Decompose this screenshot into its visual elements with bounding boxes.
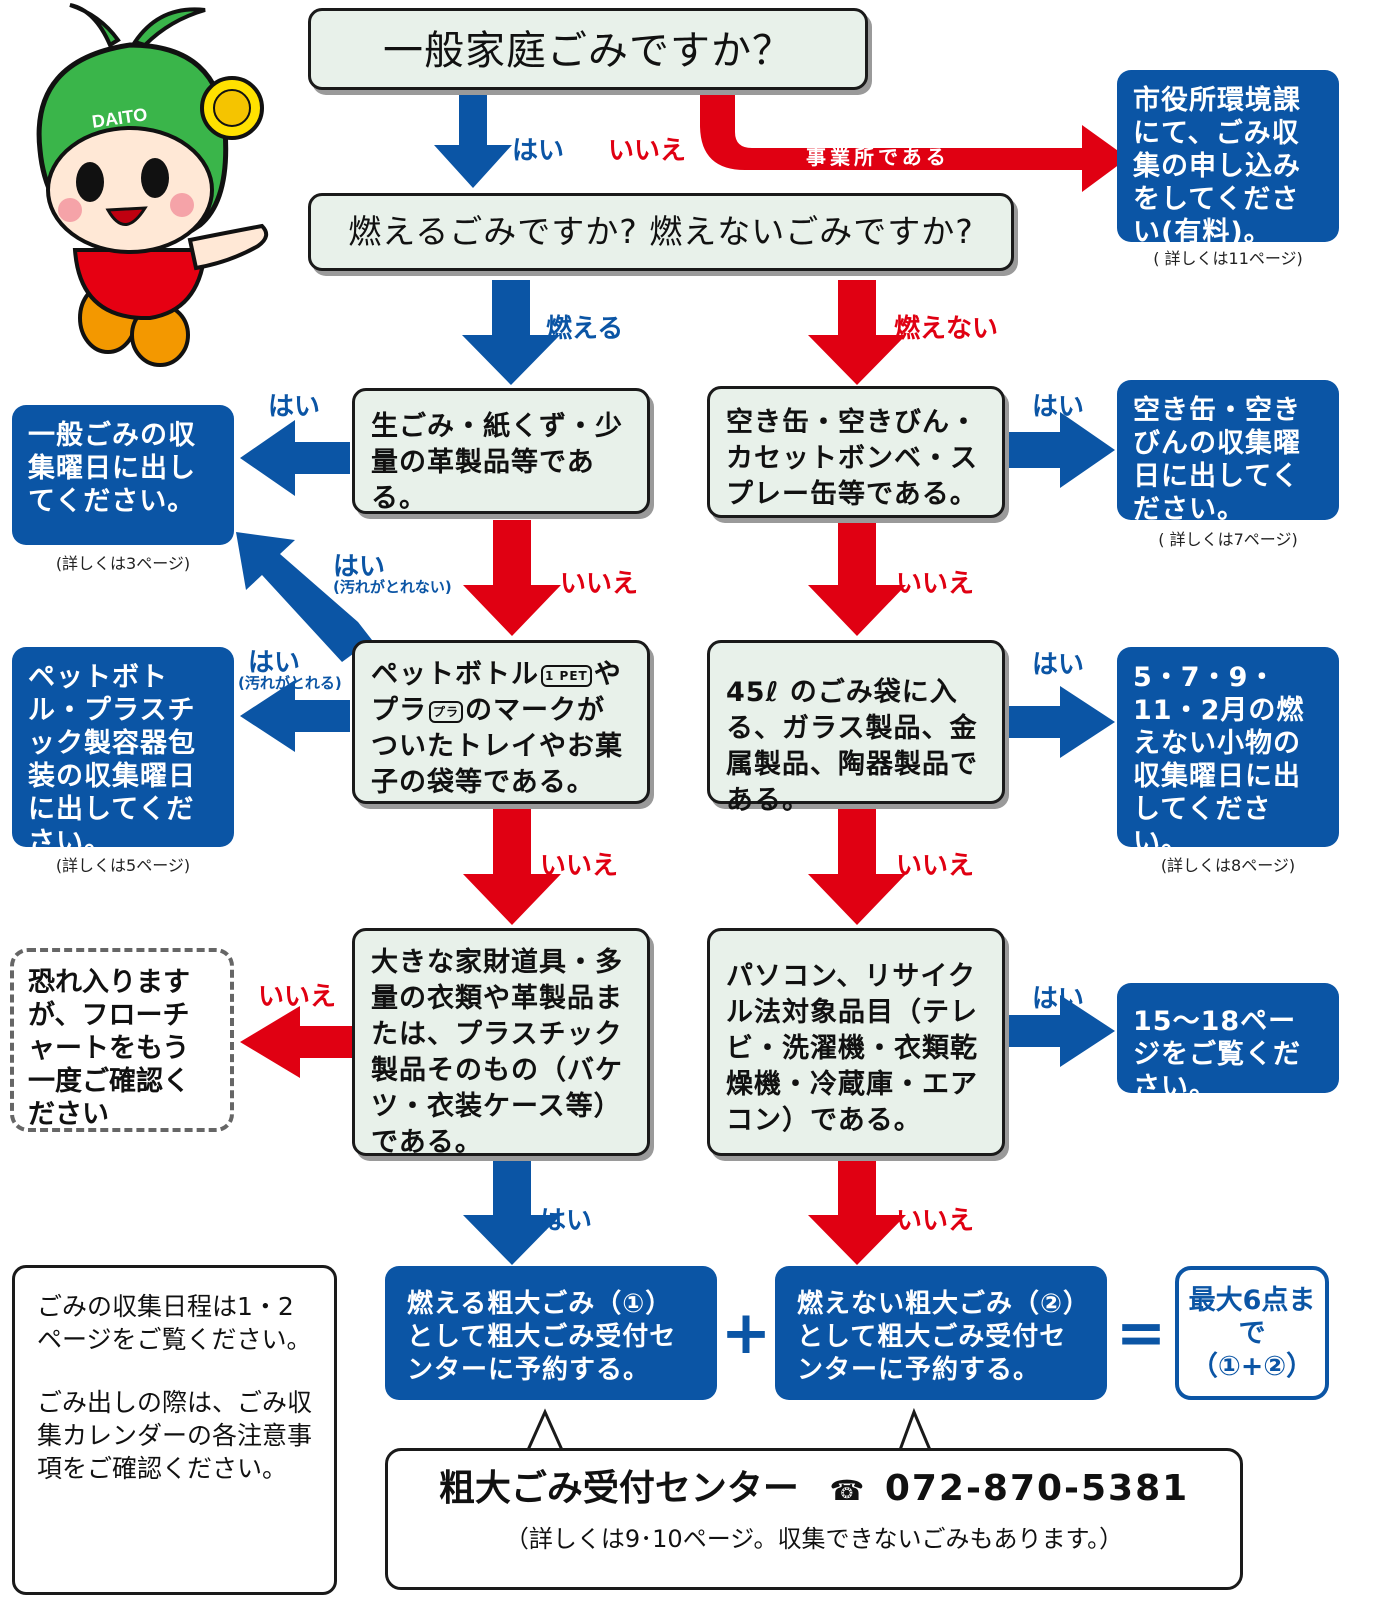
- label-q5-no: いいえ: [258, 982, 337, 1012]
- callout-right: [898, 1407, 932, 1451]
- answer-pet-plastic: ペットボトル・プラスチック製容器包装の収集曜日に出してください。: [12, 647, 234, 858]
- arrow-q6-yes: [1008, 412, 1115, 488]
- answer-city-office: 市役所環境課にて、ごみ収集の申し込みをしてください(有料)。: [1117, 70, 1339, 248]
- question-kitchen-waste: 生ごみ・紙くず・少量の革製品等である。: [352, 388, 650, 514]
- label-q7-no: いいえ: [896, 851, 975, 881]
- phone-icon: ☎: [829, 1474, 865, 1507]
- label-q4-yes-dirty-sub: (汚れがとれない): [333, 578, 452, 596]
- result-bulky-nonburnable: 燃えない粗大ごみ（②）として粗大ごみ受付センターに予約する。: [775, 1266, 1107, 1400]
- label-q8-yes: はい: [1032, 984, 1085, 1014]
- arrow-q5-no: [240, 1006, 352, 1078]
- center-name: 粗大ごみ受付センター: [438, 1468, 799, 1509]
- note-city-office: ( 詳しくは11ページ): [1153, 249, 1303, 268]
- question-burnable: 燃えるごみですか? 燃えないごみですか?: [308, 193, 1014, 271]
- label-q4-no: いいえ: [540, 851, 619, 881]
- question-recycle-items: パソコン、リサイクル法対象品目（テレビ・洗濯機・衣類乾燥機・冷蔵庫・エアコン）で…: [707, 928, 1005, 1156]
- note-pet-plastic: (詳しくは5ページ): [55, 856, 191, 875]
- question-bulky-household: 大きな家財道具・多量の衣類や革製品または、プラスチック製品そのもの（バケツ・衣装…: [352, 928, 650, 1158]
- note-general-waste: (詳しくは3ページ): [55, 554, 191, 573]
- answer-recycle-items: 15〜18ページをご覧ください。: [1117, 983, 1339, 1103]
- answer-general-waste: 一般ごみの収集曜日に出してください。: [12, 405, 234, 545]
- question-small-items: 45ℓ のごみ袋に入る、ガラス製品、金属製品、陶器製品である。: [707, 640, 1005, 816]
- answer-cans-bottles: 空き缶・空きびんの収集曜日に出してください。: [1117, 380, 1339, 525]
- arrow-q6-no: [808, 520, 906, 636]
- label-q1-no: いいえ: [608, 136, 687, 166]
- q4-text-2: やプラ: [371, 659, 622, 726]
- equals-sign: =: [1115, 1298, 1167, 1368]
- label-q3-no: いいえ: [560, 569, 639, 599]
- arrow-q8-yes: [1008, 995, 1115, 1067]
- plus-sign: +: [720, 1298, 772, 1368]
- arrow-q5-yes: [463, 1160, 561, 1265]
- mascot-illustration: DAITO: [36, 3, 269, 367]
- label-q4-yes-clean-sub: (汚れがとれる): [238, 674, 342, 692]
- label-q3-yes: はい: [268, 392, 321, 422]
- label-q7-yes: はい: [1032, 650, 1085, 680]
- label-q8-no: いいえ: [896, 1206, 975, 1236]
- arrow-q3-no: [463, 520, 561, 636]
- label-q4-yes-clean: はい: [248, 648, 301, 678]
- label-q6-yes: はい: [1032, 392, 1085, 422]
- result-bulky-burnable: 燃える粗大ごみ（①）として粗大ごみ受付センターに予約する。: [385, 1266, 717, 1400]
- arrow-q4-yes-clean: [240, 680, 350, 752]
- arrow-burnable: [462, 280, 560, 385]
- note-small-items: (詳しくは8ページ): [1160, 856, 1296, 875]
- center-note: （詳しくは9･10ページ。収集できないごみもあります。）: [504, 1525, 1124, 1553]
- label-burnable: 燃える: [546, 314, 624, 344]
- question-household-waste: 一般家庭ごみですか？: [308, 8, 868, 90]
- arrow-q3-yes: [240, 420, 350, 496]
- arrow-q7-yes: [1008, 686, 1115, 758]
- arrow-q7-no: [808, 808, 906, 925]
- pla-recycle-icon: プラ: [429, 700, 464, 723]
- label-q6-no: いいえ: [896, 569, 975, 599]
- info-box: ごみの収集日程は1・2ページをご覧ください。 ごみ出しの際は、ごみ収集カレンダー…: [12, 1265, 337, 1595]
- reception-center-box: 粗大ごみ受付センター ☎ 072-870-5381 （詳しくは9･10ページ。収…: [385, 1448, 1243, 1590]
- info-calendar: ごみ出しの際は、ごみ収集カレンダーの各注意事項をご確認ください。: [37, 1388, 313, 1483]
- label-q4-yes-dirty: はい: [333, 552, 386, 582]
- callout-left: [526, 1408, 564, 1451]
- arrow-q4-yes-dirty: [236, 532, 372, 662]
- max-points-box: 最大6点まで（①+②）: [1175, 1266, 1329, 1400]
- label-nonburnable: 燃えない: [894, 314, 999, 344]
- arrow-q8-no: [808, 1160, 906, 1265]
- retry-message: 恐れ入りますが、フローチャートをもう一度ご確認ください: [10, 948, 234, 1132]
- arrow-q4-no: [463, 808, 561, 925]
- pet-recycle-icon: 1 PET: [541, 664, 592, 687]
- label-q1-yes: はい: [512, 136, 565, 166]
- center-phone[interactable]: 072-870-5381: [884, 1468, 1190, 1509]
- answer-small-items: 5・7・9・11・2月の燃えない小物の収集曜日に出してください。: [1117, 647, 1339, 858]
- info-schedule: ごみの収集日程は1・2ページをご覧ください。: [37, 1292, 312, 1354]
- arrow-q1-yes: [434, 95, 512, 188]
- arrow-nonburnable: [808, 280, 906, 385]
- q4-text-3: のマークがついたトレイやお菓子の袋等である。: [371, 695, 623, 798]
- arrow-q1-no: [700, 95, 1128, 192]
- label-business: 事業所である: [806, 145, 950, 169]
- q4-text-1: ペットボトル: [371, 659, 539, 690]
- label-q5-yes: はい: [540, 1206, 593, 1236]
- note-cans-bottles: ( 詳しくは7ページ): [1158, 530, 1298, 549]
- question-cans-bottles: 空き缶・空きびん・カセットボンベ・スプレー缶等である。: [707, 386, 1005, 518]
